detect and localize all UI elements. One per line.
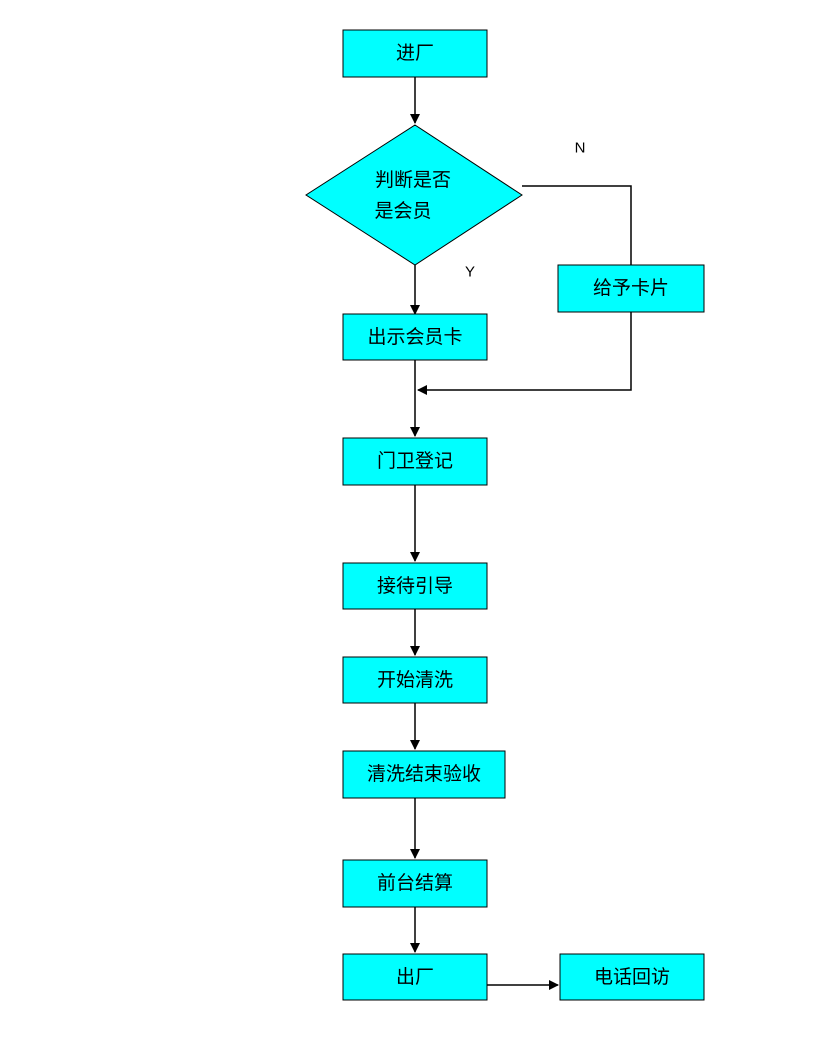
edge-decision-no-branch bbox=[522, 185, 632, 265]
node-start-wash: 开始清洗 bbox=[342, 656, 488, 704]
edge-give-card-merge bbox=[417, 312, 632, 395]
node-give-card: 给予卡片 bbox=[557, 264, 705, 313]
node-gate-register: 门卫登记 bbox=[342, 437, 488, 486]
node-callback-label: 电话回访 bbox=[594, 966, 670, 988]
node-exit: 出厂 bbox=[342, 953, 488, 1001]
node-show-card-label: 出示会员卡 bbox=[367, 326, 462, 348]
node-checkout: 前台结算 bbox=[342, 859, 488, 908]
node-callback: 电话回访 bbox=[559, 953, 705, 1001]
node-gate-register-label: 门卫登记 bbox=[377, 450, 453, 472]
node-reception: 接待引导 bbox=[342, 562, 488, 610]
node-exit-label: 出厂 bbox=[396, 966, 434, 988]
label-yes: Y bbox=[465, 264, 475, 281]
node-decision-label-line1: 判断是否 bbox=[375, 169, 451, 191]
node-decision: 判断是否 是会员 bbox=[305, 124, 523, 266]
node-start-wash-label: 开始清洗 bbox=[377, 669, 453, 691]
node-checkout-label: 前台结算 bbox=[377, 872, 453, 894]
node-give-card-label: 给予卡片 bbox=[593, 277, 669, 299]
node-wash-inspect-label: 清洗结束验收 bbox=[367, 763, 481, 785]
node-reception-label: 接待引导 bbox=[377, 575, 453, 597]
node-enter: 进厂 bbox=[342, 29, 488, 78]
node-decision-label-line2: 是会员 bbox=[374, 200, 431, 222]
label-no: N bbox=[575, 140, 586, 157]
node-enter-label: 进厂 bbox=[396, 42, 434, 64]
node-wash-inspect: 清洗结束验收 bbox=[342, 750, 506, 799]
node-show-card: 出示会员卡 bbox=[342, 313, 488, 361]
